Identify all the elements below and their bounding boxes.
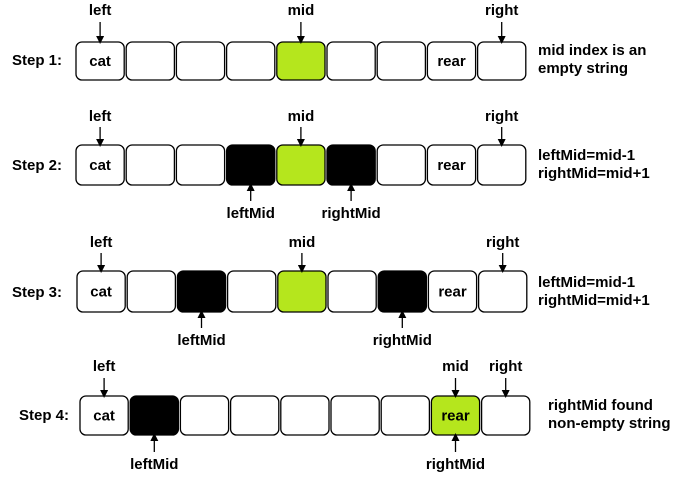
- pointer-label-rightMid: rightMid: [322, 205, 381, 222]
- step-note-line: empty string: [538, 60, 628, 77]
- pointer-label-right: right: [489, 358, 522, 375]
- step-row: Step 4: cat rear left mid right leftMid rightMi…: [19, 358, 671, 473]
- array-cell: [326, 41, 376, 81]
- array-cell: [426, 144, 477, 186]
- mid-cell: [276, 41, 326, 81]
- step-note-line: leftMid=mid-1: [538, 147, 635, 164]
- array-cell: [380, 395, 431, 436]
- pointer-label-right: right: [486, 234, 519, 251]
- mid-cell: [276, 144, 326, 186]
- pointer-label-rightMid: rightMid: [426, 456, 485, 473]
- pointer-label-left: left: [90, 234, 113, 251]
- pointer-label-leftMid: leftMid: [130, 456, 178, 473]
- pointer-label-mid: mid: [289, 234, 316, 251]
- array-cell: [476, 41, 527, 81]
- array-cell: [476, 144, 527, 186]
- cell-value: rear: [438, 284, 467, 301]
- step-row: Step 3: cat rear left mid right leftMid rightMi…: [12, 234, 650, 349]
- array-cell: [330, 395, 380, 436]
- array-cell: [480, 395, 531, 436]
- probe-cell: [326, 144, 376, 186]
- step-label: Step 1:: [12, 52, 62, 69]
- cell-value: cat: [89, 53, 111, 70]
- cell-value: rear: [441, 408, 470, 425]
- array-cell: [426, 41, 477, 81]
- step-note-line: rightMid=mid+1: [538, 292, 650, 309]
- array-cell: [376, 144, 427, 186]
- array-cell: [477, 270, 528, 313]
- step-label: Step 4:: [19, 407, 69, 424]
- probe-cell: [176, 270, 227, 313]
- array-cell: [125, 144, 176, 186]
- pointer-label-mid: mid: [288, 2, 315, 19]
- array-cell: [280, 395, 330, 436]
- step-row: Step 2: cat rear left mid right leftMid rightMi…: [12, 108, 650, 222]
- pointer-label-left: left: [93, 358, 116, 375]
- array-cell: [229, 395, 280, 436]
- array-cell: [125, 41, 176, 81]
- pointer-label-mid: mid: [288, 108, 315, 125]
- array-cell: [427, 270, 478, 313]
- array-cell: [225, 41, 276, 81]
- step-row: Step 1: cat rear left mid right mid index is a…: [12, 2, 646, 81]
- cell-value: cat: [90, 284, 112, 301]
- array-cell: [179, 395, 230, 436]
- pointer-label-left: left: [89, 108, 112, 125]
- step-note-line: mid index is an: [538, 42, 646, 59]
- cell-value: rear: [437, 53, 466, 70]
- pointer-label-mid: mid: [442, 358, 469, 375]
- array-cell: [226, 270, 277, 313]
- step-note-line: rightMid=mid+1: [538, 165, 650, 182]
- step-note-line: rightMid found: [548, 397, 653, 414]
- cell-value: cat: [89, 157, 111, 174]
- array-cell: [327, 270, 377, 313]
- step-label: Step 2:: [12, 157, 62, 174]
- probe-cell: [129, 395, 180, 436]
- pointer-label-rightMid: rightMid: [373, 332, 432, 349]
- array-cell: [376, 41, 427, 81]
- array-cell: [126, 270, 177, 313]
- step-note-line: non-empty string: [548, 415, 671, 432]
- pointer-label-right: right: [485, 2, 518, 19]
- cell-value: cat: [93, 408, 115, 425]
- pointer-label-right: right: [485, 108, 518, 125]
- pointer-label-left: left: [89, 2, 112, 19]
- probe-cell: [377, 270, 428, 313]
- pointer-label-leftMid: leftMid: [227, 205, 275, 222]
- pointer-label-leftMid: leftMid: [177, 332, 225, 349]
- array-cell: [175, 41, 226, 81]
- step-label: Step 3:: [12, 284, 62, 301]
- probe-cell: [225, 144, 276, 186]
- mid-cell: [277, 270, 327, 313]
- step-note-line: leftMid=mid-1: [538, 274, 635, 291]
- cell-value: rear: [437, 157, 466, 174]
- array-cell: [175, 144, 226, 186]
